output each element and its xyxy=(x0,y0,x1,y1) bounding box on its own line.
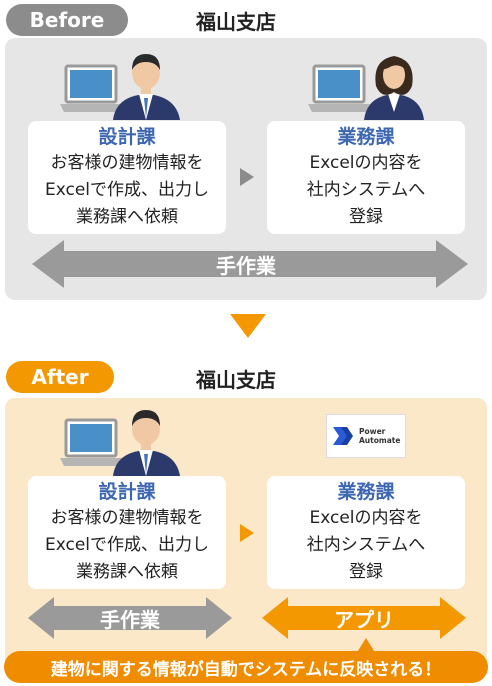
dept-name: 業務課 xyxy=(337,126,395,148)
manual-arrow-label: 手作業 xyxy=(216,253,276,278)
app-arrow-label: アプリ xyxy=(334,607,394,632)
dept-name: 設計課 xyxy=(98,481,156,503)
manual-process-arrow xyxy=(32,240,468,288)
dept-description: Excelの内容を 社内システムへ 登録 xyxy=(306,508,426,582)
result-banner: 建物に関する情報が自動でシステムに反映される！ xyxy=(4,651,488,683)
dept-name: 設計課 xyxy=(98,126,156,148)
laptop-icon xyxy=(308,64,370,112)
power-automate-icon xyxy=(333,427,353,445)
laptop-icon xyxy=(60,418,122,466)
triangle-right-icon xyxy=(240,524,254,542)
before-business-card: 業務課 Excelの内容を 社内システムへ 登録 xyxy=(267,121,465,234)
triangle-right-icon xyxy=(240,168,254,186)
before-label: Before xyxy=(6,4,128,36)
before-branch-title: 福山支店 xyxy=(196,10,276,34)
dept-description: お客様の建物情報を Excelで作成、出力し 業務課へ依頼 xyxy=(44,153,210,227)
power-automate-logo: Power Automate xyxy=(326,414,406,458)
logo-text: Power Automate xyxy=(359,427,401,445)
laptop-icon xyxy=(60,64,122,112)
app-process-arrow xyxy=(262,597,466,639)
businessman-icon xyxy=(113,410,180,476)
businesswoman-icon xyxy=(364,56,424,120)
after-business-card: 業務課 Excelの内容を 社内システムへ 登録 xyxy=(267,476,465,589)
after-design-card: 設計課 お客様の建物情報を Excelで作成、出力し 業務課へ依頼 xyxy=(28,476,226,589)
before-design-card: 設計課 お客様の建物情報を Excelで作成、出力し 業務課へ依頼 xyxy=(28,121,226,234)
dept-name: 業務課 xyxy=(337,481,395,503)
after-label: After xyxy=(6,361,114,393)
dept-description: Excelの内容を 社内システムへ 登録 xyxy=(306,153,426,227)
businessman-icon xyxy=(113,54,180,120)
after-branch-title: 福山支店 xyxy=(196,368,276,392)
manual-process-arrow xyxy=(28,597,232,639)
triangle-down-icon xyxy=(230,314,266,338)
dept-description: お客様の建物情報を Excelで作成、出力し 業務課へ依頼 xyxy=(44,508,210,582)
manual-arrow-label: 手作業 xyxy=(100,607,160,632)
banner-pointer xyxy=(356,638,376,654)
